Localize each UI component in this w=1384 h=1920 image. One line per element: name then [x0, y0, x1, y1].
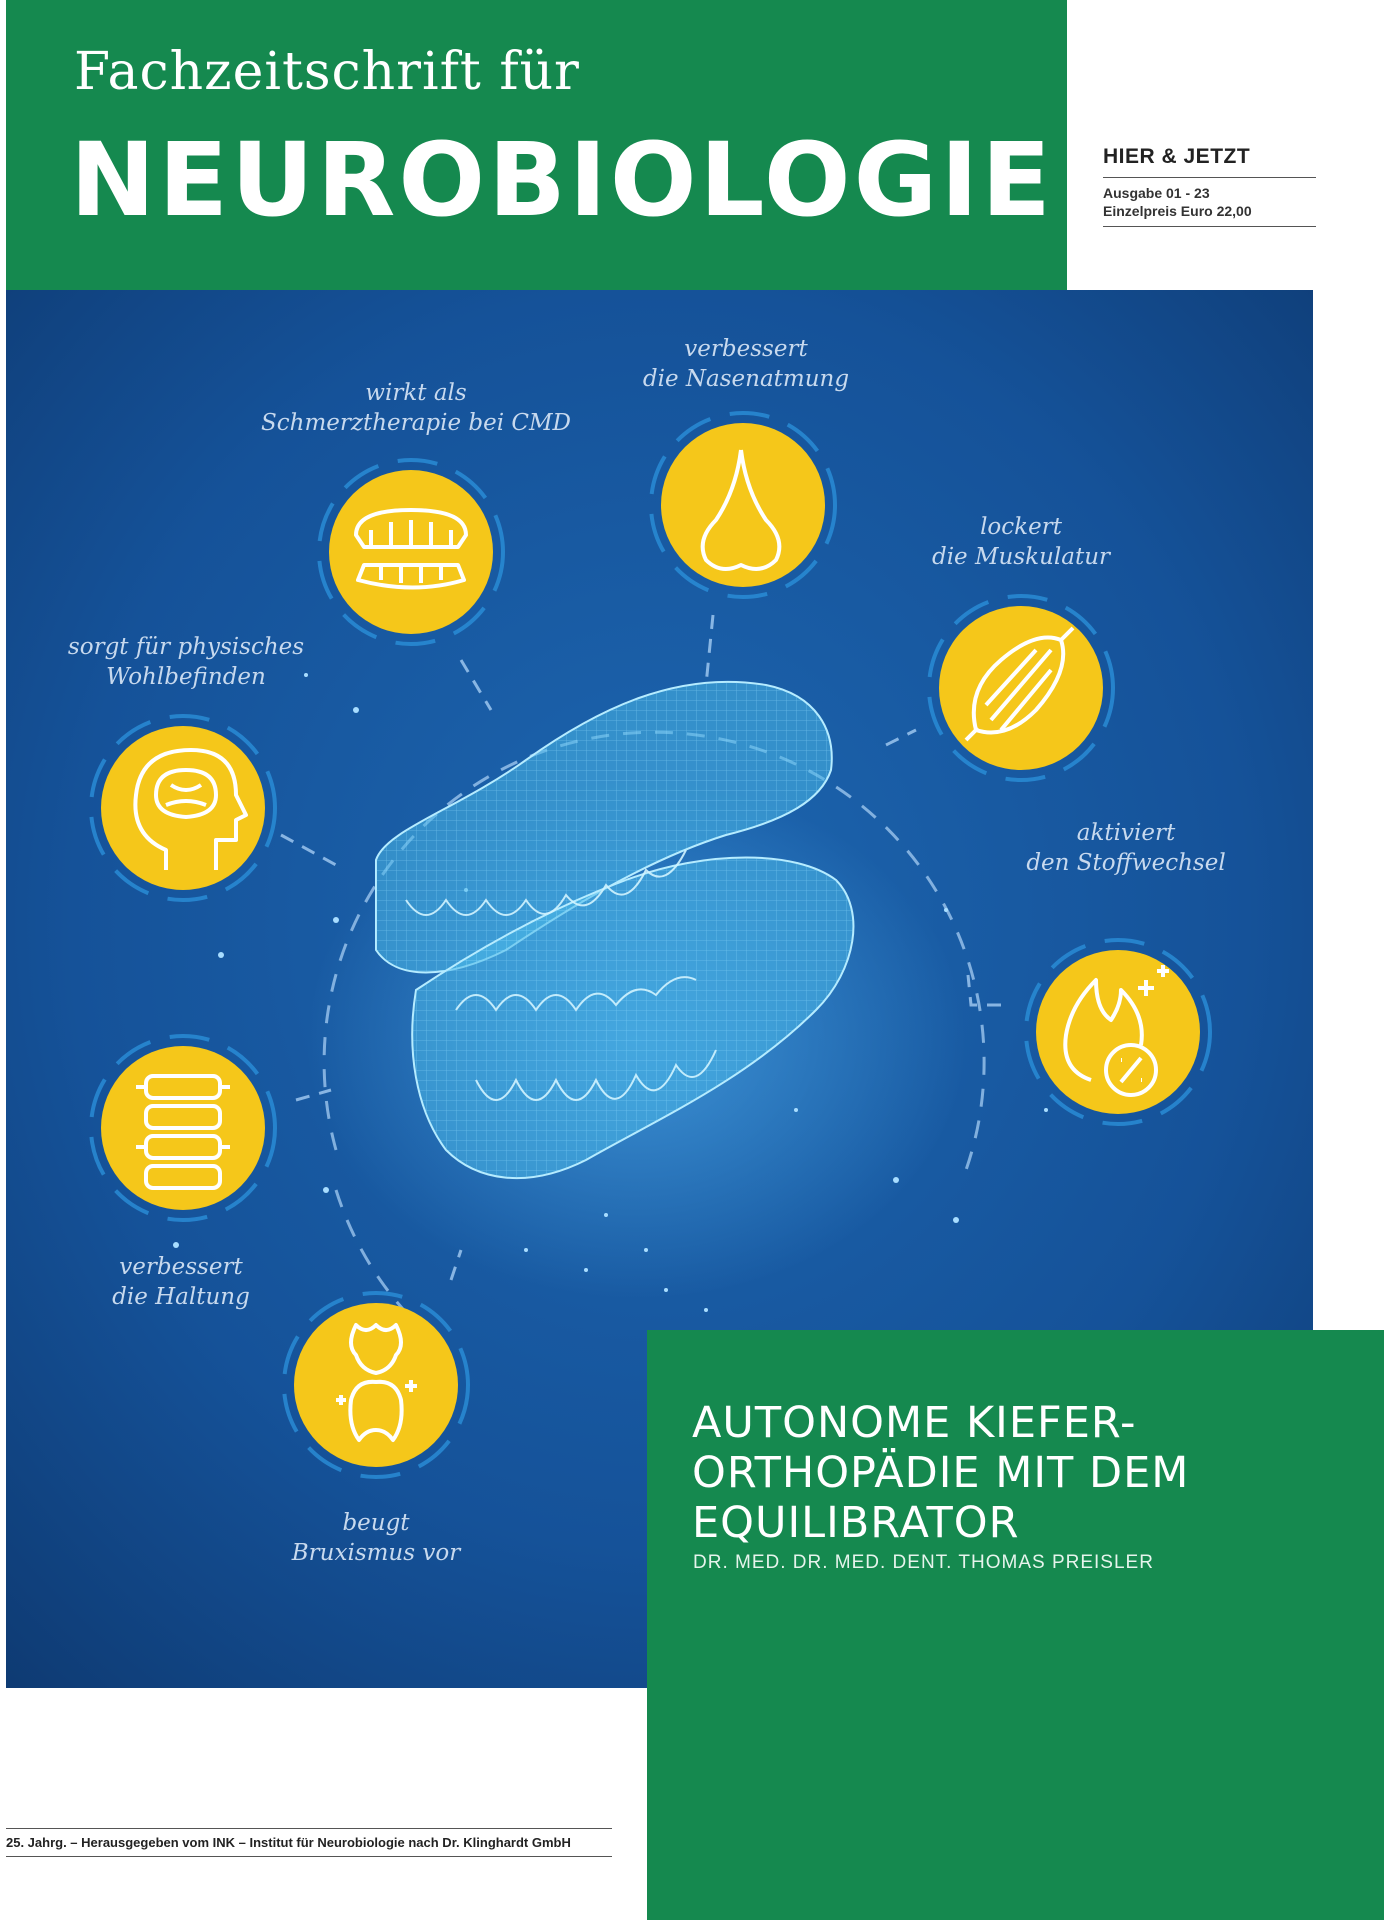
- label-metabolism-line1: aktiviert: [1076, 820, 1176, 846]
- nose-icon: [649, 411, 837, 599]
- issue-price: Einzelpreis Euro 22,00: [1103, 203, 1252, 219]
- label-nose: verbessert die Nasenatmung: [596, 334, 896, 394]
- spine-icon: [89, 1034, 277, 1222]
- label-bruxism: beugt Bruxismus vor: [241, 1508, 511, 1568]
- label-metabolism-line2: den Stoffwechsel: [1026, 850, 1226, 876]
- issue-edition: Ausgabe 01 - 23: [1103, 185, 1210, 201]
- brain-head-icon: [89, 714, 277, 902]
- label-nose-line1: verbessert: [684, 336, 808, 362]
- label-bruxism-line1: beugt: [342, 1510, 410, 1536]
- issue-info: HIER & JETZT Ausgabe 01 - 23 Einzelpreis…: [1103, 145, 1316, 227]
- label-cmd: wirkt als Schmerztherapie bei CMD: [236, 378, 596, 438]
- label-posture-line1: verbessert: [119, 1254, 243, 1280]
- feature-title-line1: AUTONOME KIEFER-: [692, 1398, 1137, 1448]
- metabolism-icon: [1024, 938, 1212, 1126]
- publisher-footer: 25. Jahrg. – Herausgegeben vom INK – Ins…: [6, 1828, 612, 1857]
- label-muscle-line2: die Muskulatur: [931, 544, 1111, 570]
- muscle-icon: [927, 594, 1115, 782]
- label-posture: verbessert die Haltung: [46, 1252, 316, 1312]
- jaw-wireframe: [375, 680, 855, 1180]
- tooth-icon: [282, 1291, 470, 1479]
- label-muscle-line1: lockert: [980, 514, 1062, 540]
- masthead: Fachzeitschrift für NEUROBIOLOGIE: [6, 0, 1067, 290]
- label-nose-line2: die Nasenatmung: [642, 366, 850, 392]
- label-wellbeing: sorgt für physisches Wohlbefinden: [36, 632, 336, 692]
- feature-title-line3: EQUILIBRATOR: [692, 1498, 1020, 1548]
- issue-details: Ausgabe 01 - 23 Einzelpreis Euro 22,00: [1103, 178, 1316, 227]
- label-wellbeing-line2: Wohlbefinden: [106, 664, 266, 690]
- masthead-subtitle: Fachzeitschrift für: [74, 42, 580, 102]
- label-cmd-line2: Schmerztherapie bei CMD: [261, 410, 571, 436]
- feature-title-line2: ORTHOPÄDIE MIT DEM: [692, 1448, 1190, 1498]
- label-posture-line2: die Haltung: [112, 1284, 250, 1310]
- label-cmd-line1: wirkt als: [365, 380, 467, 406]
- feature-box: AUTONOME KIEFER- ORTHOPÄDIE MIT DEM EQUI…: [647, 1330, 1384, 1920]
- teeth-icon: [317, 458, 505, 646]
- label-wellbeing-line1: sorgt für physisches: [67, 634, 305, 660]
- feature-author: DR. MED. DR. MED. DENT. THOMAS PREISLER: [693, 1552, 1154, 1573]
- label-muscle: lockert die Muskulatur: [886, 512, 1156, 572]
- cover-illustration: wirkt als Schmerztherapie bei CMD verbes…: [6, 290, 1313, 1688]
- feature-title: AUTONOME KIEFER- ORTHOPÄDIE MIT DEM EQUI…: [692, 1398, 1352, 1548]
- label-bruxism-line2: Bruxismus vor: [291, 1540, 461, 1566]
- masthead-title: NEUROBIOLOGIE: [70, 121, 1054, 240]
- label-metabolism: aktiviert den Stoffwechsel: [976, 818, 1276, 878]
- issue-section: HIER & JETZT: [1103, 145, 1316, 178]
